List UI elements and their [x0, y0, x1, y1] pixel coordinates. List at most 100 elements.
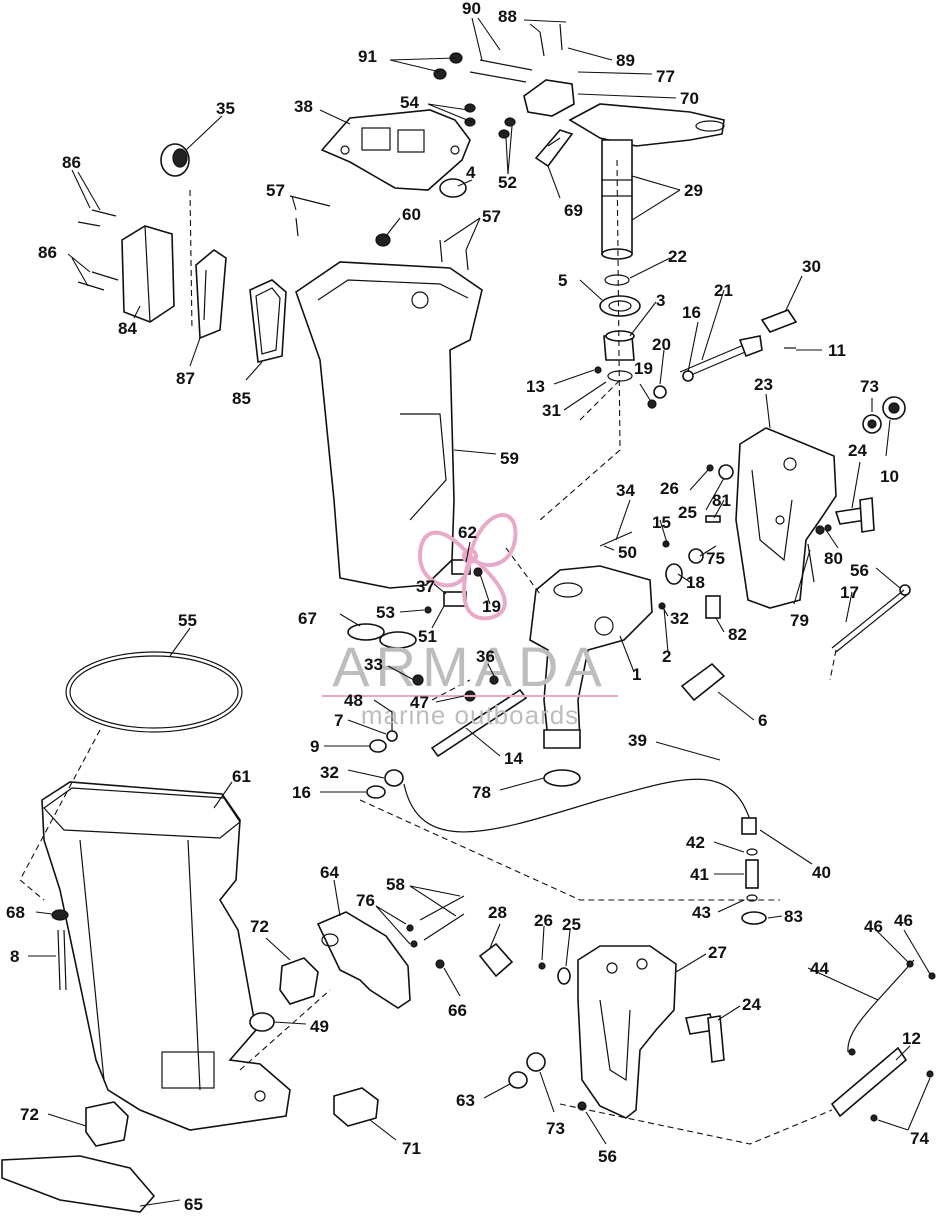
- callout-48: 48: [344, 691, 363, 710]
- callout-72-upper: 72: [250, 917, 269, 936]
- callout-34: 34: [616, 481, 635, 500]
- callout-76: 76: [356, 891, 375, 910]
- callout-26-upper: 26: [660, 479, 679, 498]
- callout-41: 41: [690, 865, 709, 884]
- callout-78: 78: [472, 783, 491, 802]
- mount-hardware-part: [347, 623, 528, 799]
- tilt-pin-part: [478, 942, 571, 985]
- callout-87: 87: [176, 369, 195, 388]
- swivel-bracket-part: [529, 565, 653, 749]
- watermark: ARMADA marine outboards: [322, 513, 618, 730]
- callout-14: 14: [504, 749, 523, 768]
- callout-33: 33: [364, 655, 383, 674]
- callout-28: 28: [488, 903, 507, 922]
- bolts-part: [289, 178, 469, 271]
- watermark-tagline: marine outboards: [361, 700, 579, 730]
- callout-17: 17: [840, 583, 859, 602]
- callout-40: 40: [812, 863, 831, 882]
- callout-74: 74: [910, 1129, 929, 1148]
- callout-60: 60: [402, 205, 421, 224]
- callout-35: 35: [216, 99, 235, 118]
- callout-2: 2: [662, 647, 671, 666]
- callout-86-lower: 86: [38, 243, 57, 262]
- callout-1: 1: [632, 665, 641, 684]
- callout-27: 27: [708, 943, 727, 962]
- callout-18: 18: [686, 573, 705, 592]
- callout-24-lower: 24: [742, 995, 761, 1014]
- callout-38: 38: [294, 97, 313, 116]
- callout-32-upper: 32: [670, 609, 689, 628]
- bracket-hardware-part: [688, 464, 911, 653]
- lower-housing-part: [41, 781, 291, 1131]
- watermark-brand: ARMADA: [332, 635, 608, 698]
- stern-bracket-part: [735, 427, 837, 609]
- callout-31: 31: [542, 401, 561, 420]
- callout-75: 75: [706, 549, 725, 568]
- callout-71: 71: [402, 1139, 421, 1158]
- callout-25-lower: 25: [562, 915, 581, 934]
- callout-16-lower: 16: [292, 783, 311, 802]
- callout-9: 9: [310, 737, 319, 756]
- callout-49: 49: [310, 1017, 329, 1036]
- gasket-ring-part: [65, 651, 243, 733]
- callout-15: 15: [652, 513, 671, 532]
- callout-20: 20: [652, 335, 671, 354]
- callout-79: 79: [790, 611, 809, 630]
- cable-assembly-part: [403, 769, 767, 925]
- callout-62: 62: [458, 523, 477, 542]
- callout-58: 58: [386, 875, 405, 894]
- callout-69: 69: [564, 201, 583, 220]
- callout-39: 39: [628, 731, 647, 750]
- callout-51: 51: [418, 627, 437, 646]
- callout-63: 63: [456, 1091, 475, 1110]
- callout-37: 37: [416, 577, 435, 596]
- callout-54: 54: [400, 93, 419, 112]
- callout-13: 13: [526, 377, 545, 396]
- callout-16-upper: 16: [682, 303, 701, 322]
- callout-57-left: 57: [266, 181, 285, 200]
- callout-46-left: 46: [864, 917, 883, 936]
- callout-85: 85: [232, 389, 251, 408]
- callout-90: 90: [462, 0, 481, 18]
- leader-lines: [28, 17, 931, 1207]
- callout-88: 88: [498, 7, 517, 26]
- callout-36: 36: [476, 647, 495, 666]
- exhaust-housing-part: [295, 261, 483, 589]
- screws-part: [77, 209, 119, 291]
- callout-67: 67: [298, 609, 317, 628]
- callout-5: 5: [558, 271, 567, 290]
- callout-labels: 90 88 91 89 77 70 54 38 35 52 29 69 86 4…: [6, 0, 929, 1214]
- steering-arm-part: [568, 103, 725, 260]
- callout-81: 81: [712, 491, 731, 510]
- callout-56-upper: 56: [850, 561, 869, 580]
- cover-part: [121, 225, 175, 323]
- gasket-plate-part: [320, 109, 471, 191]
- bushings-part: [594, 274, 641, 382]
- callout-7: 7: [334, 711, 343, 730]
- callout-24-upper: 24: [848, 441, 867, 460]
- plate-part: [195, 249, 227, 340]
- callout-82: 82: [728, 625, 747, 644]
- anti-ventilation-plate-part: [1, 1155, 156, 1213]
- clip-part: [680, 662, 726, 702]
- callout-64: 64: [320, 863, 339, 882]
- callout-72-lower: 72: [20, 1105, 39, 1124]
- callout-73-lower: 73: [546, 1119, 565, 1138]
- callout-73-upper: 73: [860, 377, 879, 396]
- housing-bolt-part: [51, 909, 69, 991]
- callout-86-upper: 86: [62, 153, 81, 172]
- callout-32-lower: 32: [320, 763, 339, 782]
- callout-65: 65: [184, 1195, 203, 1214]
- callout-80: 80: [824, 549, 843, 568]
- callout-91: 91: [358, 47, 377, 66]
- top-hardware-part: [433, 23, 575, 139]
- assembly-lines: [19, 159, 837, 1145]
- callout-10: 10: [880, 467, 899, 486]
- callout-77: 77: [656, 67, 675, 86]
- callout-70: 70: [680, 89, 699, 108]
- callout-83: 83: [784, 907, 803, 926]
- callout-12: 12: [902, 1029, 921, 1048]
- callout-61: 61: [232, 767, 251, 786]
- block-part: [333, 1087, 379, 1127]
